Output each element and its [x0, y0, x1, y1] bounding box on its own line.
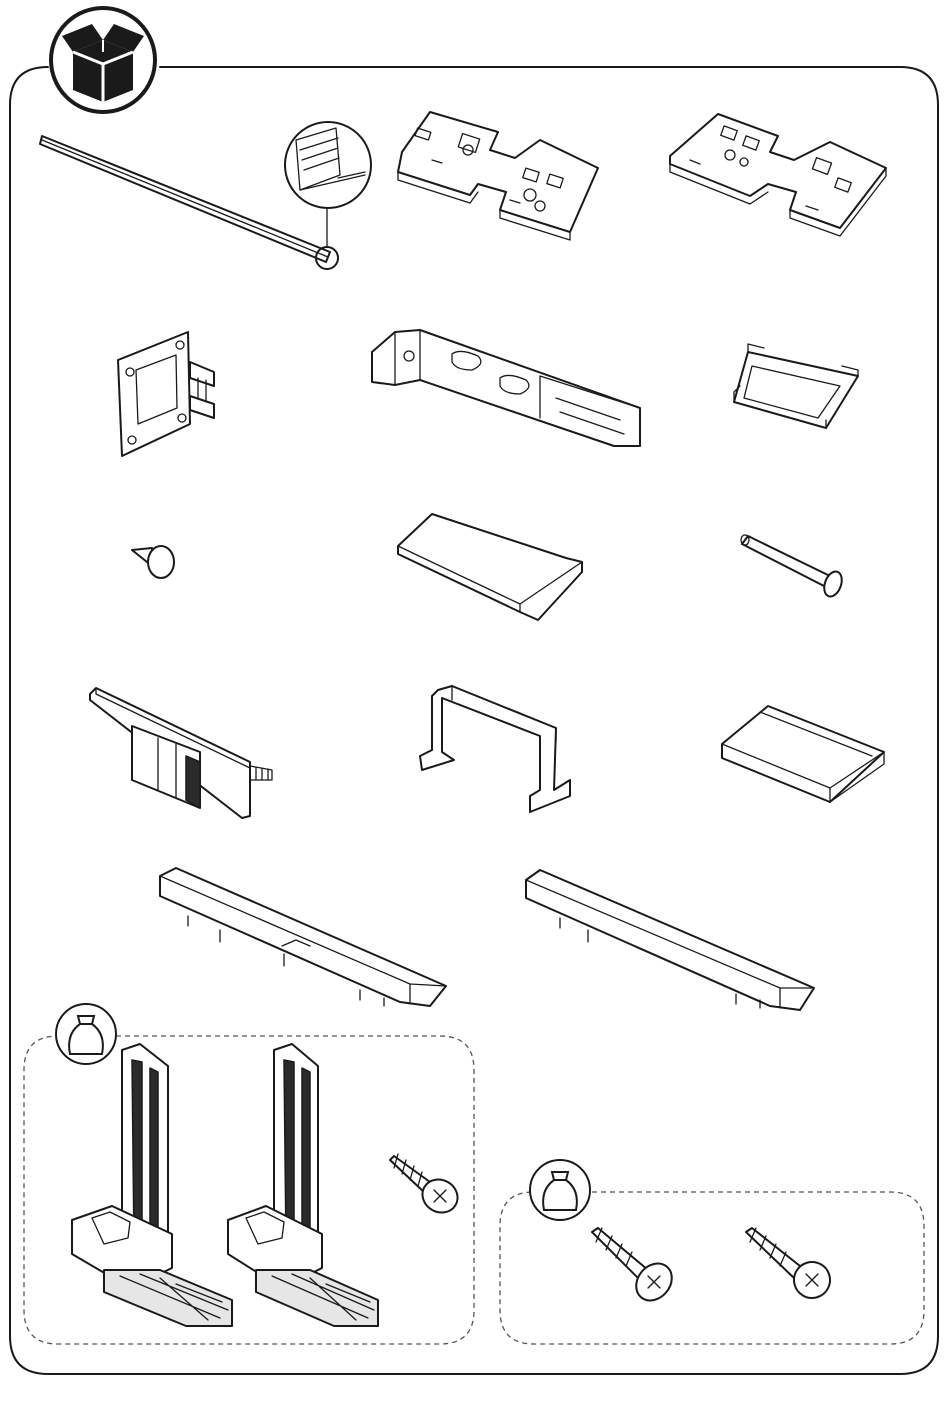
- screw-pan-head-bag2: [746, 1228, 837, 1305]
- hardware-bag-2-area: [500, 1160, 924, 1344]
- clip-frame: [734, 344, 858, 428]
- square-bracket: [118, 332, 214, 456]
- hardware-bag-icon: [530, 1160, 590, 1220]
- cover-cap: [722, 706, 884, 802]
- latch-bracket: [90, 688, 272, 818]
- screw-countersunk: [592, 1228, 679, 1308]
- screw-pan-head-bag1: [390, 1154, 464, 1219]
- height-adjuster-left: [72, 1044, 232, 1326]
- hinge-plate-left: [398, 112, 598, 240]
- push-pin: [132, 546, 174, 578]
- flat-plate: [398, 514, 582, 620]
- slotted-rail-bracket: [372, 330, 640, 446]
- hinge-plate-right: [670, 114, 886, 236]
- trim-bar-right: [526, 870, 814, 1010]
- hardware-bag-icon: [56, 1004, 116, 1064]
- trim-bar-left: [160, 868, 446, 1006]
- height-adjuster-right: [228, 1044, 378, 1326]
- seal-strip: [40, 122, 371, 269]
- dowel-pin: [741, 535, 845, 599]
- u-bracket: [420, 686, 570, 812]
- package-box-icon: [51, 8, 155, 112]
